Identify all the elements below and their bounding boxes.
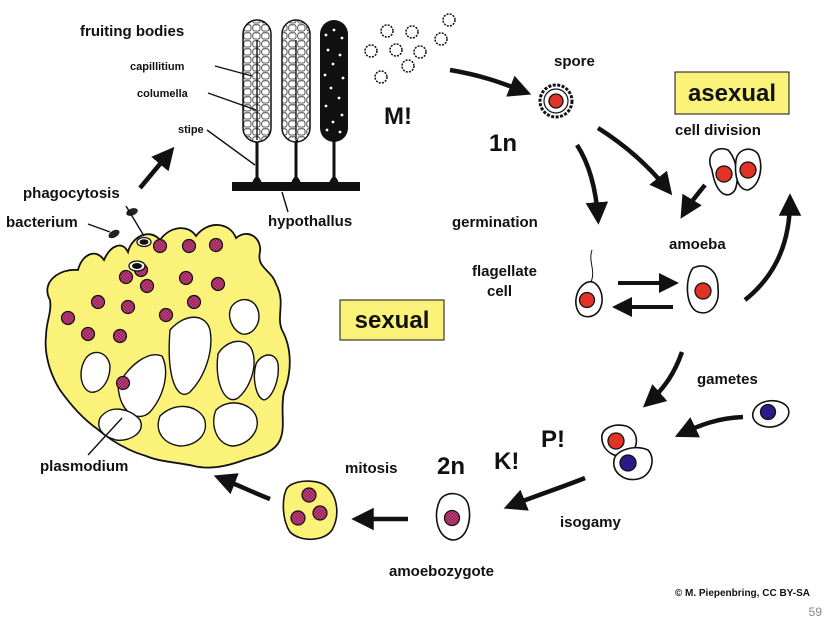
label-asexual: asexual	[688, 80, 776, 107]
arrow-gamete-to-pair	[674, 414, 744, 438]
fusing-gametes	[601, 424, 653, 481]
young-plasmodium	[282, 480, 338, 541]
arrow-division-to-amoeba	[680, 183, 707, 219]
label-karyogamy: K!	[494, 448, 519, 475]
sporangium-3-mature	[320, 20, 348, 142]
label-haploid: 1n	[489, 130, 517, 157]
arrow-gametes-to-zygote	[503, 475, 586, 511]
label-mitosis: mitosis	[345, 460, 398, 477]
arrow-plasmodium-to-fruiting-bodies	[138, 146, 175, 190]
released-spores	[364, 13, 456, 84]
hypothallus-base	[232, 182, 360, 191]
label-flagellate-line1: flagellate	[472, 263, 537, 280]
label-amoebozygote: amoebozygote	[389, 563, 494, 580]
label-germination: germination	[452, 214, 538, 231]
label-cell-division: cell division	[675, 122, 761, 139]
arrow-amoeba-to-division	[743, 193, 802, 302]
label-phagocytosis: phagocytosis	[23, 185, 120, 202]
amoebozygote-cell	[435, 492, 471, 541]
label-spore: spore	[554, 53, 595, 70]
label-stipe: stipe	[178, 124, 204, 136]
bacterium	[108, 229, 120, 239]
label-amoeba: amoeba	[669, 236, 726, 253]
spore-nucleus	[548, 93, 564, 109]
arrow-spore-to-flagellate	[575, 143, 609, 225]
arrow-to-spore	[449, 67, 532, 97]
label-columella: columella	[137, 88, 189, 100]
plasmodium	[44, 224, 291, 469]
label-plasmogamy: P!	[541, 426, 565, 453]
label-sexual: sexual	[355, 307, 430, 334]
label-isogamy: isogamy	[560, 514, 622, 531]
label-flagellate-line2: cell	[487, 283, 512, 300]
asexual-box	[674, 71, 790, 115]
label-gametes: gametes	[697, 371, 758, 388]
gamete-cell-blue	[752, 399, 790, 428]
arrow-spore-to-amoeba	[596, 126, 673, 196]
flagellum	[590, 249, 594, 283]
label-hypothallus: hypothallus	[268, 213, 352, 230]
dividing-cells	[709, 148, 762, 196]
label-bacterium: bacterium	[6, 214, 78, 231]
label-diploid: 2n	[437, 453, 465, 480]
arrow-amoeba-to-gametes	[642, 351, 685, 408]
label-plasmodium: plasmodium	[40, 458, 128, 475]
fruiting-bodies-group: fruiting bodies capillitium	[80, 19, 360, 230]
sexual-box	[339, 299, 445, 341]
arrow-to-plasmodium	[213, 473, 271, 502]
label-capillitium: capillitium	[130, 61, 185, 73]
copyright-notice: © M. Piepenbring, CC BY-SA	[675, 588, 810, 599]
label-fruiting-bodies: fruiting bodies	[80, 23, 184, 40]
amoeba-cell	[686, 265, 720, 314]
spore-cell	[538, 83, 574, 119]
label-meiosis: M!	[384, 103, 412, 130]
flagellate-cell	[575, 249, 603, 318]
page-number: 59	[809, 605, 823, 618]
